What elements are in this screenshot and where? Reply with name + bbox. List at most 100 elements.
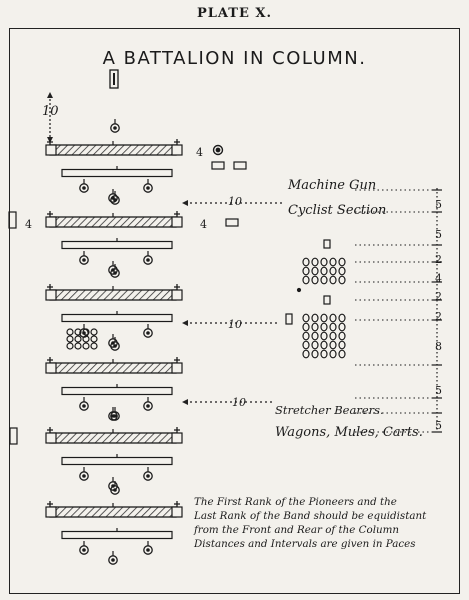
- officer-dot: [82, 258, 86, 262]
- flank-box: [171, 144, 183, 156]
- transport-unit: [320, 349, 328, 359]
- officer-dot: [113, 344, 117, 348]
- officer-dot: [146, 331, 150, 335]
- machine-gun-icon: [212, 144, 224, 156]
- distance-stretcher-gap: 10: [232, 396, 246, 409]
- diagram-title: A BATTALION IN COLUMN.: [102, 48, 367, 69]
- note-line: Last Rank of the Band should be equidist…: [194, 510, 427, 522]
- note-line: from the Front and Rear of the Column: [194, 524, 400, 536]
- officer-dot: [113, 271, 117, 275]
- company-front-rank: [49, 432, 177, 444]
- flank-box: [171, 432, 183, 444]
- transport-unit: [311, 275, 319, 285]
- transport-unit: [320, 322, 328, 332]
- company-rear-rank: [61, 386, 173, 396]
- transport-unit: [329, 322, 337, 332]
- officer-dot: [82, 474, 86, 478]
- interval-right-2: 4: [200, 218, 207, 231]
- plus-marker: [174, 501, 180, 507]
- transport-unit: [311, 266, 319, 276]
- company-rear-rank: [61, 240, 173, 250]
- officer-box: [285, 313, 293, 325]
- flank-box: [171, 289, 183, 301]
- scale-number: 8: [435, 340, 442, 353]
- flank-guide-box: [9, 427, 18, 445]
- transport-unit: [302, 322, 310, 332]
- plus-marker: [47, 284, 53, 290]
- officer-box: [323, 295, 331, 305]
- flank-box: [45, 432, 57, 444]
- officer-dot: [146, 186, 150, 190]
- company-rear-rank: [61, 313, 173, 323]
- transport-unit: [320, 340, 328, 350]
- band-member: [66, 335, 74, 343]
- band-member: [82, 342, 90, 350]
- transport-unit: [329, 275, 337, 285]
- band-member: [90, 342, 98, 350]
- company-front-rank: [49, 289, 177, 301]
- transport-unit: [311, 331, 319, 341]
- note-line: Distances and Intervals are given in Pac…: [194, 538, 416, 550]
- label-machine-gun: Machine Gun: [288, 178, 377, 193]
- flank-box: [45, 362, 57, 374]
- transport-unit: [311, 257, 319, 267]
- plus-marker: [47, 139, 53, 145]
- band-member: [66, 328, 74, 336]
- scale-number: 4: [435, 272, 442, 285]
- band-member: [74, 328, 82, 336]
- transport-unit: [320, 257, 328, 267]
- wagon-icon: [233, 161, 247, 170]
- transport-unit: [320, 275, 328, 285]
- band-member: [82, 335, 90, 343]
- plus-marker: [174, 211, 180, 217]
- transport-unit: [302, 340, 310, 350]
- transport-unit: [320, 266, 328, 276]
- officer-box: [323, 239, 331, 249]
- distance-mg-gap: 10: [228, 195, 242, 208]
- distance-top: 10: [42, 104, 59, 119]
- guide-dot: [296, 287, 302, 293]
- plus-marker: [174, 284, 180, 290]
- scale-number: 2: [435, 253, 442, 266]
- plus-marker: [174, 139, 180, 145]
- interval-left: 4: [25, 218, 32, 231]
- diagram-note: The First Rank of the Pioneers and the L…: [194, 495, 464, 551]
- flank-box: [45, 144, 57, 156]
- scale-number: 5: [435, 228, 442, 241]
- plate-label: PLATE X.: [196, 6, 272, 21]
- transport-unit: [338, 349, 346, 359]
- officer-dot: [82, 186, 86, 190]
- company-front-rank: [49, 216, 177, 228]
- interval-right-1: 4: [196, 146, 203, 159]
- transport-unit: [329, 331, 337, 341]
- transport-unit: [338, 313, 346, 323]
- band-member: [66, 342, 74, 350]
- plus-marker: [47, 211, 53, 217]
- transport-unit: [329, 340, 337, 350]
- label-cyclist-section: Cyclist Section: [288, 203, 387, 218]
- transport-unit: [311, 349, 319, 359]
- scale-number: 2: [435, 310, 442, 323]
- scale-number: 2: [435, 290, 442, 303]
- officer-dot: [82, 404, 86, 408]
- transport-unit: [329, 313, 337, 323]
- label-stretcher-bearers: Stretcher Bearers.: [275, 403, 384, 417]
- flank-box: [45, 289, 57, 301]
- transport-unit: [329, 266, 337, 276]
- band-member: [74, 335, 82, 343]
- scale-number: 5: [435, 384, 442, 397]
- officer-dot: [146, 474, 150, 478]
- transport-unit: [302, 313, 310, 323]
- company-rear-rank: [61, 168, 173, 178]
- company-front-rank: [49, 144, 177, 156]
- label-wagons: Wagons, Mules, Carts.: [275, 425, 423, 440]
- plate-frame: [9, 28, 460, 594]
- transport-unit: [311, 340, 319, 350]
- plus-marker: [47, 427, 53, 433]
- scale-number: 5: [435, 419, 442, 432]
- transport-unit: [338, 266, 346, 276]
- distance-band-gap: 10: [228, 318, 242, 331]
- band-member: [90, 328, 98, 336]
- officer-dot: [82, 548, 86, 552]
